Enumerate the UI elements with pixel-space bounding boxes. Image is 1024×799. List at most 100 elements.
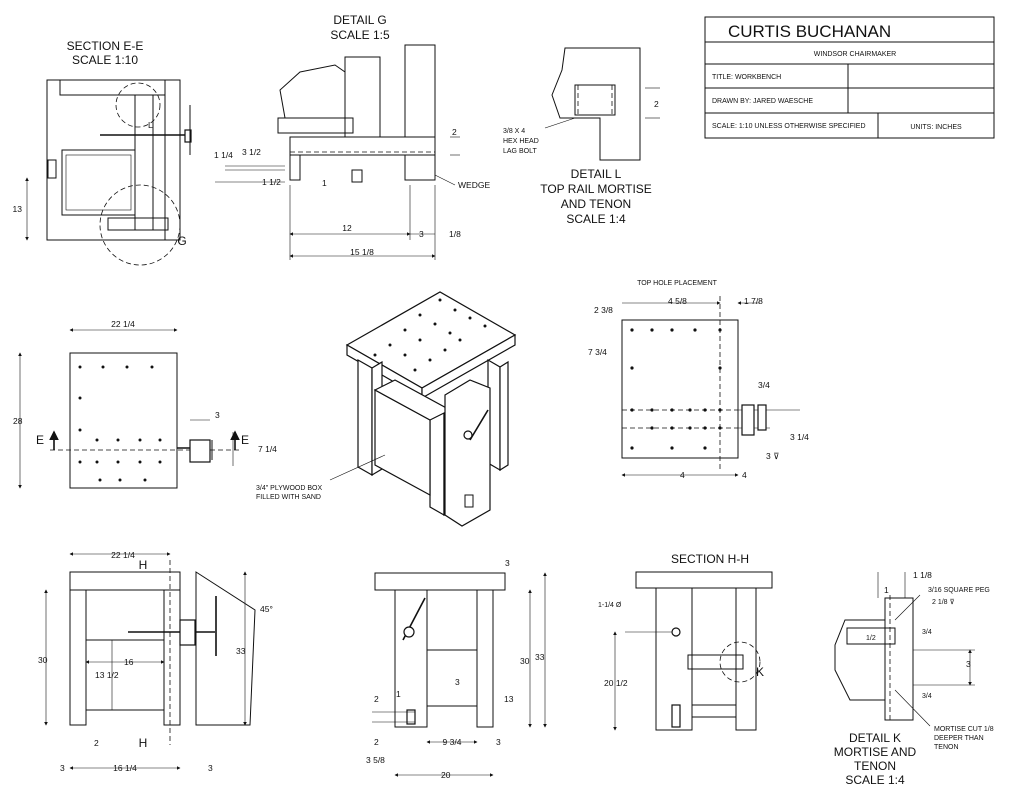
detail-g-title: DETAIL G <box>333 13 386 27</box>
dog-hole <box>403 328 407 332</box>
dog-hole <box>418 313 422 317</box>
detail-k-dim-3-4a: 3/4 <box>922 629 932 636</box>
placement-hole <box>670 446 674 450</box>
side-dim-9-3-4: 9 3/4 <box>443 737 462 747</box>
section-ee-scale: SCALE 1:10 <box>72 53 138 67</box>
side-dim-20: 20 <box>441 770 451 780</box>
placement-hole <box>630 328 634 332</box>
detail-l-title-3: AND TENON <box>561 197 631 211</box>
placement-hole <box>703 446 707 450</box>
detail-k-dim-1-1-8: 1 1/8 <box>913 570 932 580</box>
detail-l-scale: SCALE 1:4 <box>566 212 626 226</box>
hole-dim-3-1-4: 3 1/4 <box>790 432 809 442</box>
placement-hole <box>650 426 654 430</box>
detail-l-title: DETAIL L <box>571 167 622 181</box>
isometric-view: 3/4" PLYWOOD BOX FILLED WITH SAND <box>256 291 517 527</box>
hole-dim-7-3-4: 7 3/4 <box>588 347 607 357</box>
placement-hole <box>650 328 654 332</box>
bolt-label-3: LAG BOLT <box>503 148 537 155</box>
peg-depth-label: 2 1/8 ⊽ <box>932 599 955 606</box>
side-dim-13: 13 <box>504 694 514 704</box>
callout-l: L <box>148 120 153 130</box>
section-hh-view: SECTION H-H K 1-1/4 Ø 20 1/2 <box>598 552 773 731</box>
side-dim-3-5-8: 3 5/8 <box>366 755 385 765</box>
plan-dim-28: 28 <box>13 416 23 426</box>
hole-dim-4b: 4 <box>742 470 747 480</box>
drawing-scale: SCALE: 1:10 UNLESS OTHERWISE SPECIFIED <box>712 123 866 130</box>
dog-hole <box>418 338 422 342</box>
front-dim-30: 30 <box>38 655 48 665</box>
dim-15-1-8: 15 1/8 <box>350 247 374 257</box>
drawing-units: UNITS: INCHES <box>910 124 962 131</box>
front-angle-45: 45° <box>260 604 273 614</box>
placement-hole <box>693 328 697 332</box>
dog-hole <box>438 298 442 302</box>
hole-dim-3-4: 3/4 <box>758 380 770 390</box>
detail-k-dim-1: 1 <box>884 585 889 595</box>
placement-holes <box>630 328 722 450</box>
side-dim-3-mid: 3 <box>455 677 460 687</box>
dog-hole <box>448 331 452 335</box>
detail-k-dim-1-2: 1/2 <box>866 635 876 642</box>
callout-k: K <box>756 665 764 679</box>
bolt-label-1: 3/8 X 4 <box>503 128 525 135</box>
hole-dim-4a: 4 <box>680 470 685 480</box>
dog-hole <box>403 353 407 357</box>
dim-2: 2 <box>452 127 457 137</box>
detail-k-dim-3: 3 <box>966 659 971 669</box>
detail-k-scale: SCALE 1:4 <box>845 773 905 787</box>
dim-12: 12 <box>342 223 352 233</box>
side-dim-30: 30 <box>520 656 530 666</box>
detail-l-view: 3/8 X 4 HEX HEAD LAG BOLT 2 DETAIL L TOP… <box>503 47 660 226</box>
dim-13: 13 <box>13 204 23 214</box>
side-dim-3-top: 3 <box>505 558 510 568</box>
company-subtitle: WINDSOR CHAIRMAKER <box>814 51 896 58</box>
dog-hole <box>388 343 392 347</box>
front-view: 22 1/4 H H 45° 16 13 1/2 30 33 2 3 16 1/… <box>38 550 273 773</box>
front-dim-13-1-2: 13 1/2 <box>95 670 119 680</box>
plywood-box-label-2: FILLED WITH SAND <box>256 494 321 501</box>
dim-3: 3 <box>419 229 424 239</box>
detail-k-view: 1 1/8 1 3/16 SQUARE PEG 2 1/8 ⊽ 3/4 1/2 … <box>834 570 994 787</box>
front-dim-22-1-4: 22 1/4 <box>111 550 135 560</box>
side-dim-3-bot: 3 <box>496 737 501 747</box>
side-dim-1: 1 <box>396 689 401 699</box>
title-block: CURTIS BUCHANAN WINDSOR CHAIRMAKER TITLE… <box>704 16 995 139</box>
hole-dim-2-3-8: 2 3/8 <box>594 305 613 315</box>
wedge-label: WEDGE <box>458 180 490 190</box>
dog-hole <box>428 358 432 362</box>
dog-hole <box>101 365 105 369</box>
side-dim-33: 33 <box>535 652 545 662</box>
iso-dog-holes <box>373 298 487 372</box>
dog-hole <box>118 478 122 482</box>
dog-hole <box>158 438 162 442</box>
plywood-box-label-1: 3/4" PLYWOOD BOX <box>256 485 322 492</box>
mortise-note-3: TENON <box>934 744 959 751</box>
top-hole-placement-view: TOP HOLE PLACEMENT 2 3/8 4 5/8 1 7/8 7 3… <box>588 280 809 480</box>
plan-dim-22-1-4: 22 1/4 <box>111 319 135 329</box>
hole-diameter-label: 1-1/4 Ø <box>598 602 622 609</box>
dim-3-1-2: 3 1/2 <box>242 147 261 157</box>
dog-hole <box>78 460 82 464</box>
section-hh-title: SECTION H-H <box>671 552 749 566</box>
dog-hole <box>433 322 437 326</box>
square-peg-label: 3/16 SQUARE PEG <box>928 587 990 594</box>
section-hh-dim-20-1-2: 20 1/2 <box>604 678 628 688</box>
detail-k-title-2: MORTISE AND <box>834 745 917 759</box>
front-dim-33: 33 <box>236 646 246 656</box>
dog-hole <box>413 368 417 372</box>
dim-detail-l-2: 2 <box>654 99 659 109</box>
plan-dog-holes <box>78 365 162 482</box>
front-dim-3-left: 3 <box>60 763 65 773</box>
dog-hole <box>78 428 82 432</box>
dog-hole <box>483 324 487 328</box>
dog-hole <box>158 460 162 464</box>
section-ee-title: SECTION E-E <box>67 39 144 53</box>
front-dim-16: 16 <box>124 657 134 667</box>
section-marker-h-bottom: H <box>139 736 148 750</box>
dog-hole <box>95 438 99 442</box>
drawn-by: DRAWN BY: JARED WAESCHE <box>712 98 813 105</box>
plan-dim-7-1-4: 7 1/4 <box>258 444 277 454</box>
